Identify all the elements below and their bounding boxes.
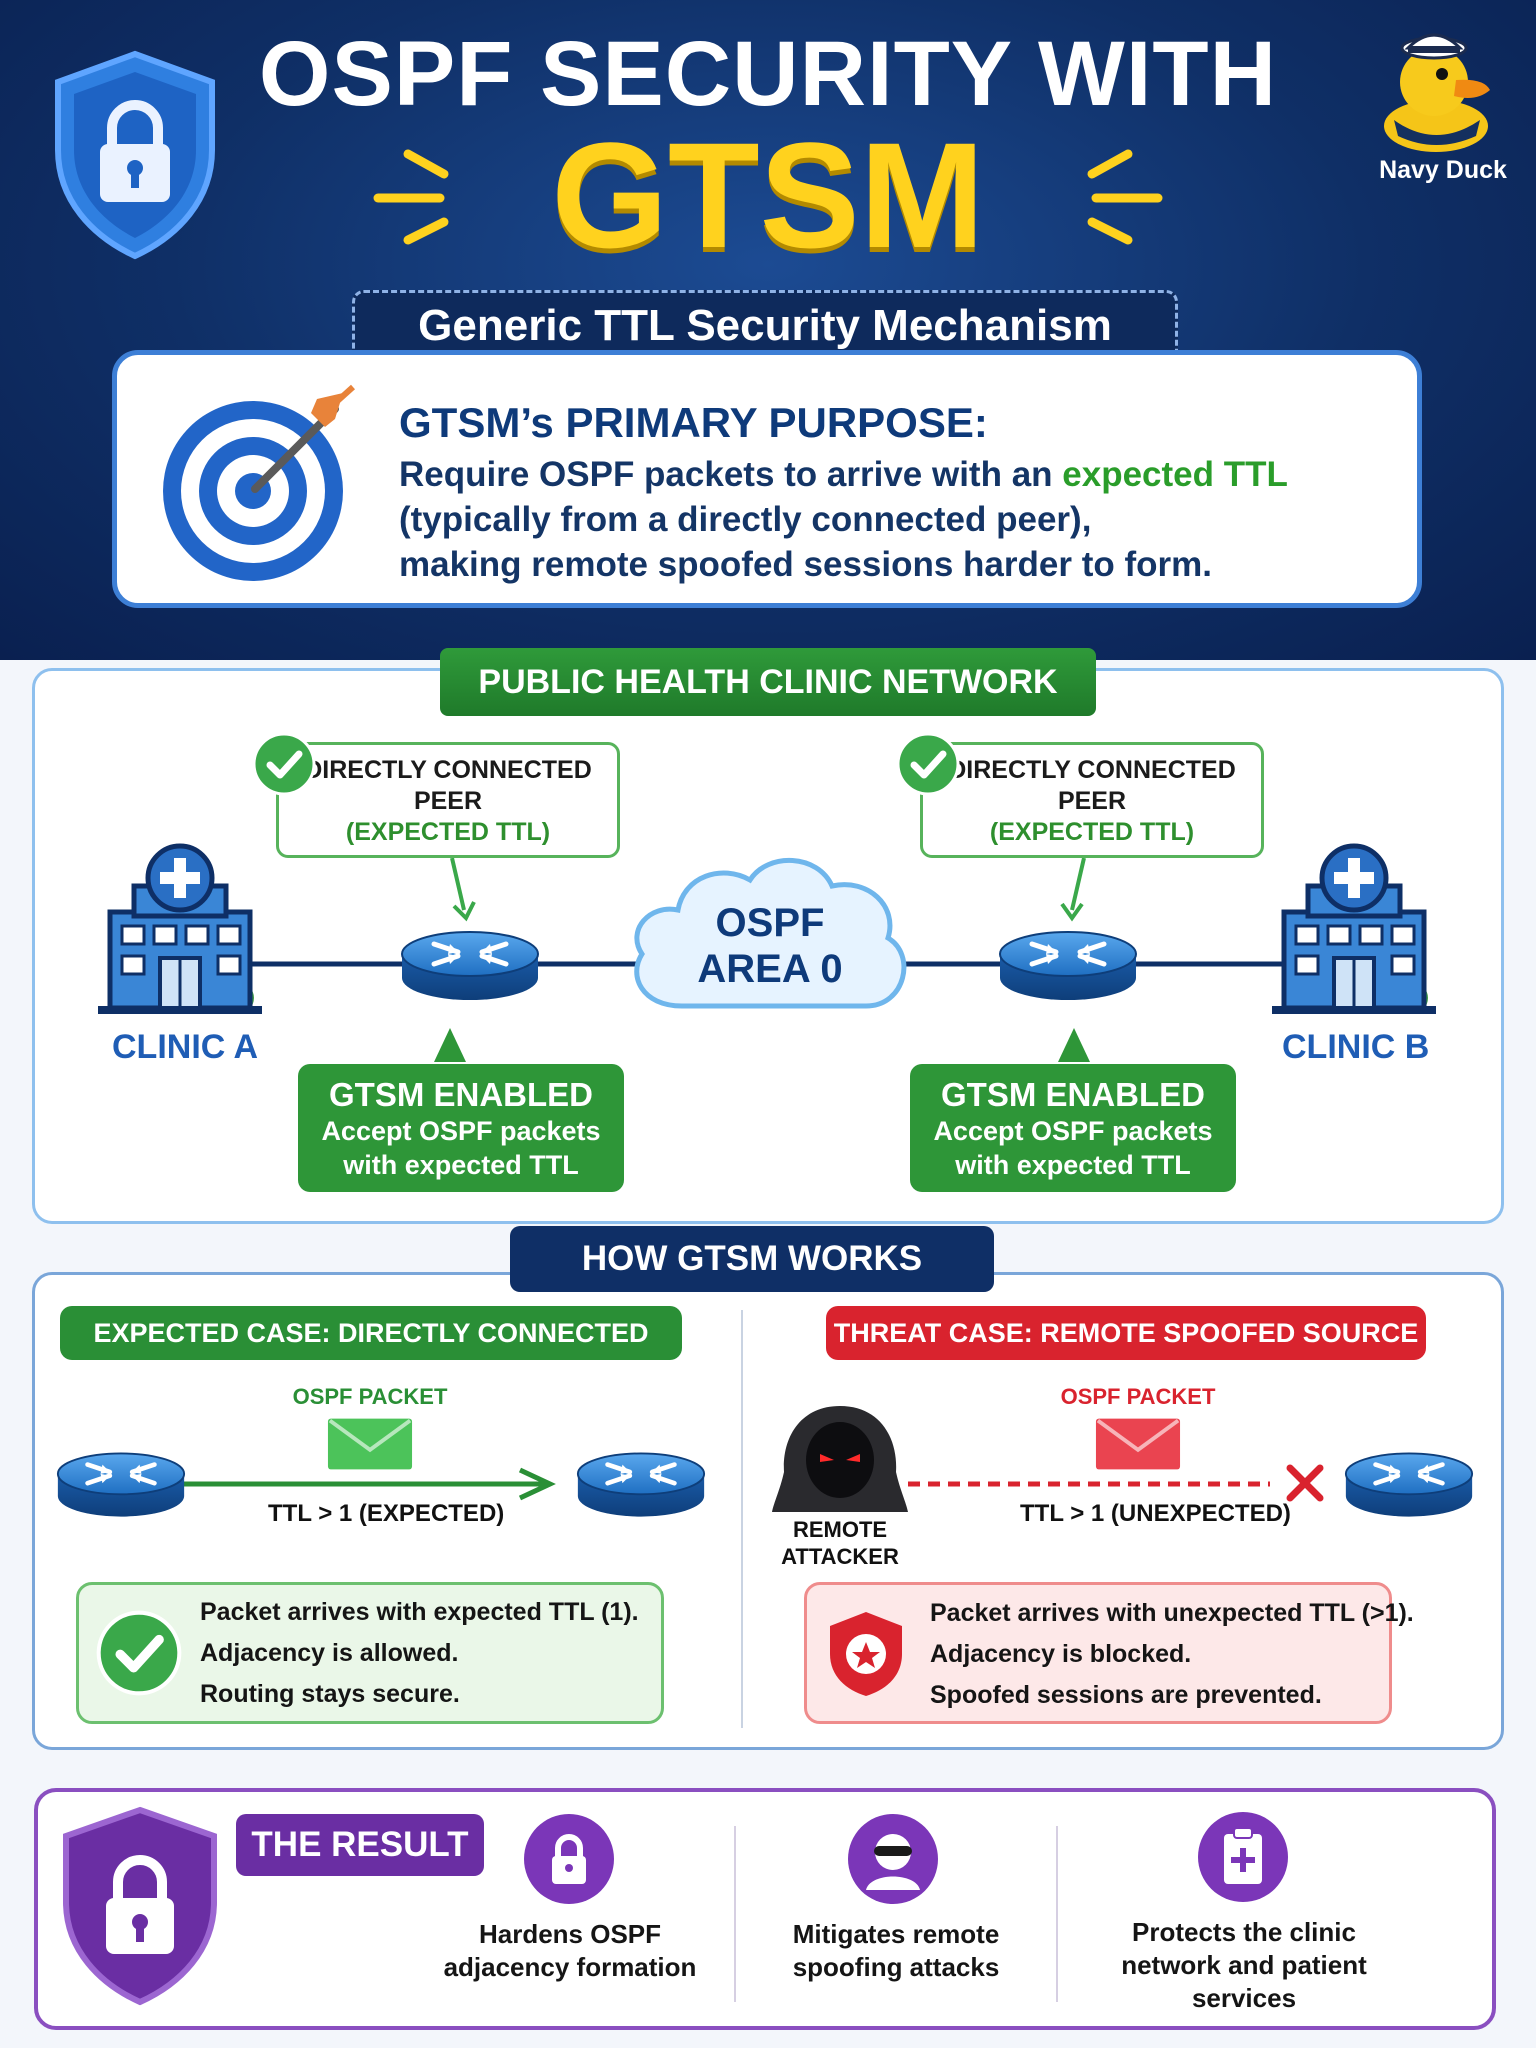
result-divider <box>734 1826 736 2002</box>
callout-left-line-2: PEER <box>413 787 483 815</box>
router-icon <box>998 926 1138 1006</box>
router-icon <box>576 1446 706 1524</box>
result-item-1-line-2: adjacency formation <box>443 1952 697 1982</box>
gtsm-right-line-2: with expected TTL <box>955 1150 1191 1180</box>
callout-left: DIRECTLY CONNECTED PEER (EXPECTED TTL) <box>276 742 620 858</box>
purpose-line-3: making remote spoofed sessions harder to… <box>399 545 1212 584</box>
gtsm-enabled-right: GTSM ENABLED Accept OSPF packets with ex… <box>910 1064 1236 1192</box>
shield-lock-icon <box>55 50 215 260</box>
shield-lock-icon <box>63 1806 217 2006</box>
attacker-line-1: REMOTE <box>792 1517 888 1542</box>
expected-ttl-label: TTL > 1 (EXPECTED) <box>268 1500 505 1527</box>
check-icon <box>252 732 316 796</box>
gtsm-left-head: GTSM ENABLED <box>329 1076 593 1113</box>
target-icon <box>163 384 356 581</box>
gtsm-left-line-1: Accept OSPF packets <box>321 1116 601 1146</box>
cloud-line-1: OSPF <box>715 901 825 945</box>
callout-left-line-1: DIRECTLY CONNECTED <box>304 756 592 784</box>
result-item-1-line-1: Hardens OSPF <box>478 1919 662 1949</box>
threat-packet-label: OSPF PACKET <box>1060 1384 1216 1409</box>
envelope-icon <box>1094 1416 1182 1472</box>
result-item-3-line-2: network and patient <box>1121 1950 1367 1980</box>
result-item-2-line-1: Mitigates remote <box>792 1919 1000 1949</box>
expected-result-1: Packet arrives with expected TTL (1). <box>200 1598 639 1626</box>
result-item-3-line-1: Protects the clinic <box>1132 1917 1356 1947</box>
threat-result-2: Adjacency is blocked. <box>930 1640 1192 1668</box>
brand-label: Navy Duck <box>1379 156 1507 184</box>
title-line-2: GTSM <box>551 111 985 279</box>
purpose-highlight: expected TTL <box>1062 455 1288 494</box>
clinic-a-label: CLINIC A <box>112 1028 259 1066</box>
expected-result-2: Adjacency is allowed. <box>200 1639 459 1667</box>
callout-right-line-3: (EXPECTED TTL) <box>989 818 1195 846</box>
threat-ttl-label: TTL > 1 (UNEXPECTED) <box>1020 1500 1291 1527</box>
router-icon <box>56 1446 186 1524</box>
check-icon <box>896 732 960 796</box>
callout-right-line-1: DIRECTLY CONNECTED <box>948 756 1236 784</box>
expected-result-3: Routing stays secure. <box>200 1680 460 1708</box>
title-line-1: OSPF SECURITY WITH <box>258 23 1278 125</box>
case-divider <box>741 1310 743 1728</box>
cloud-line-2: AREA 0 <box>697 947 843 991</box>
duck-mascot-icon <box>1384 33 1490 152</box>
gtsm-right-head: GTSM ENABLED <box>941 1076 1205 1113</box>
purpose-line-1: Require OSPF packets to arrive with an e… <box>399 455 1288 495</box>
attacker-line-2: ATTACKER <box>781 1544 899 1569</box>
spark-lines-icon <box>1087 149 1163 245</box>
network-banner: PUBLIC HEALTH CLINIC NETWORK <box>440 648 1096 716</box>
callout-right: DIRECTLY CONNECTED PEER (EXPECTED TTL) <box>920 742 1264 858</box>
router-icon <box>1344 1446 1474 1524</box>
hooded-attacker-icon <box>772 1406 908 1512</box>
result-banner: THE RESULT <box>236 1814 484 1876</box>
gtsm-right-line-1: Accept OSPF packets <box>933 1116 1213 1146</box>
envelope-icon <box>326 1416 414 1472</box>
purpose-line-1-text: Require OSPF packets to arrive with an <box>399 455 1063 494</box>
callout-left-line-3: (EXPECTED TTL) <box>345 818 551 846</box>
hospital-icon <box>90 838 270 1018</box>
lock-icon <box>524 1814 614 1904</box>
router-icon <box>400 926 540 1006</box>
gtsm-left-line-2: with expected TTL <box>343 1150 579 1180</box>
expected-case-title: EXPECTED CASE: DIRECTLY CONNECTED PEER <box>60 1306 682 1402</box>
result-item-3-line-3: services <box>1191 1983 1297 2013</box>
clinic-b-label: CLINIC B <box>1282 1028 1430 1066</box>
masked-user-icon <box>848 1814 938 1904</box>
threat-result-1: Packet arrives with unexpected TTL (>1). <box>930 1599 1414 1627</box>
check-icon <box>96 1610 182 1696</box>
how-banner: HOW GTSM WORKS <box>510 1226 994 1292</box>
hospital-icon <box>1264 838 1444 1018</box>
callout-right-line-2: PEER <box>1057 787 1127 815</box>
result-divider <box>1056 1826 1058 2002</box>
clipboard-medical-icon <box>1198 1812 1288 1902</box>
result-item-2-line-2: spoofing attacks <box>792 1952 1000 1982</box>
spark-lines-icon <box>373 149 449 245</box>
shield-block-icon <box>830 1612 902 1696</box>
threat-result-3: Spoofed sessions are prevented. <box>930 1681 1322 1709</box>
purpose-title: GTSM’s PRIMARY PURPOSE: <box>399 399 988 446</box>
gtsm-enabled-left: GTSM ENABLED Accept OSPF packets with ex… <box>298 1064 624 1192</box>
threat-case-title: THREAT CASE: REMOTE SPOOFED SOURCE <box>826 1306 1426 1360</box>
expected-packet-label: OSPF PACKET <box>292 1384 448 1409</box>
purpose-card: GTSM’s PRIMARY PURPOSE: Require OSPF pac… <box>112 350 1422 608</box>
cloud-icon <box>634 857 907 1009</box>
purpose-line-2: (typically from a directly connected pee… <box>399 500 1092 539</box>
